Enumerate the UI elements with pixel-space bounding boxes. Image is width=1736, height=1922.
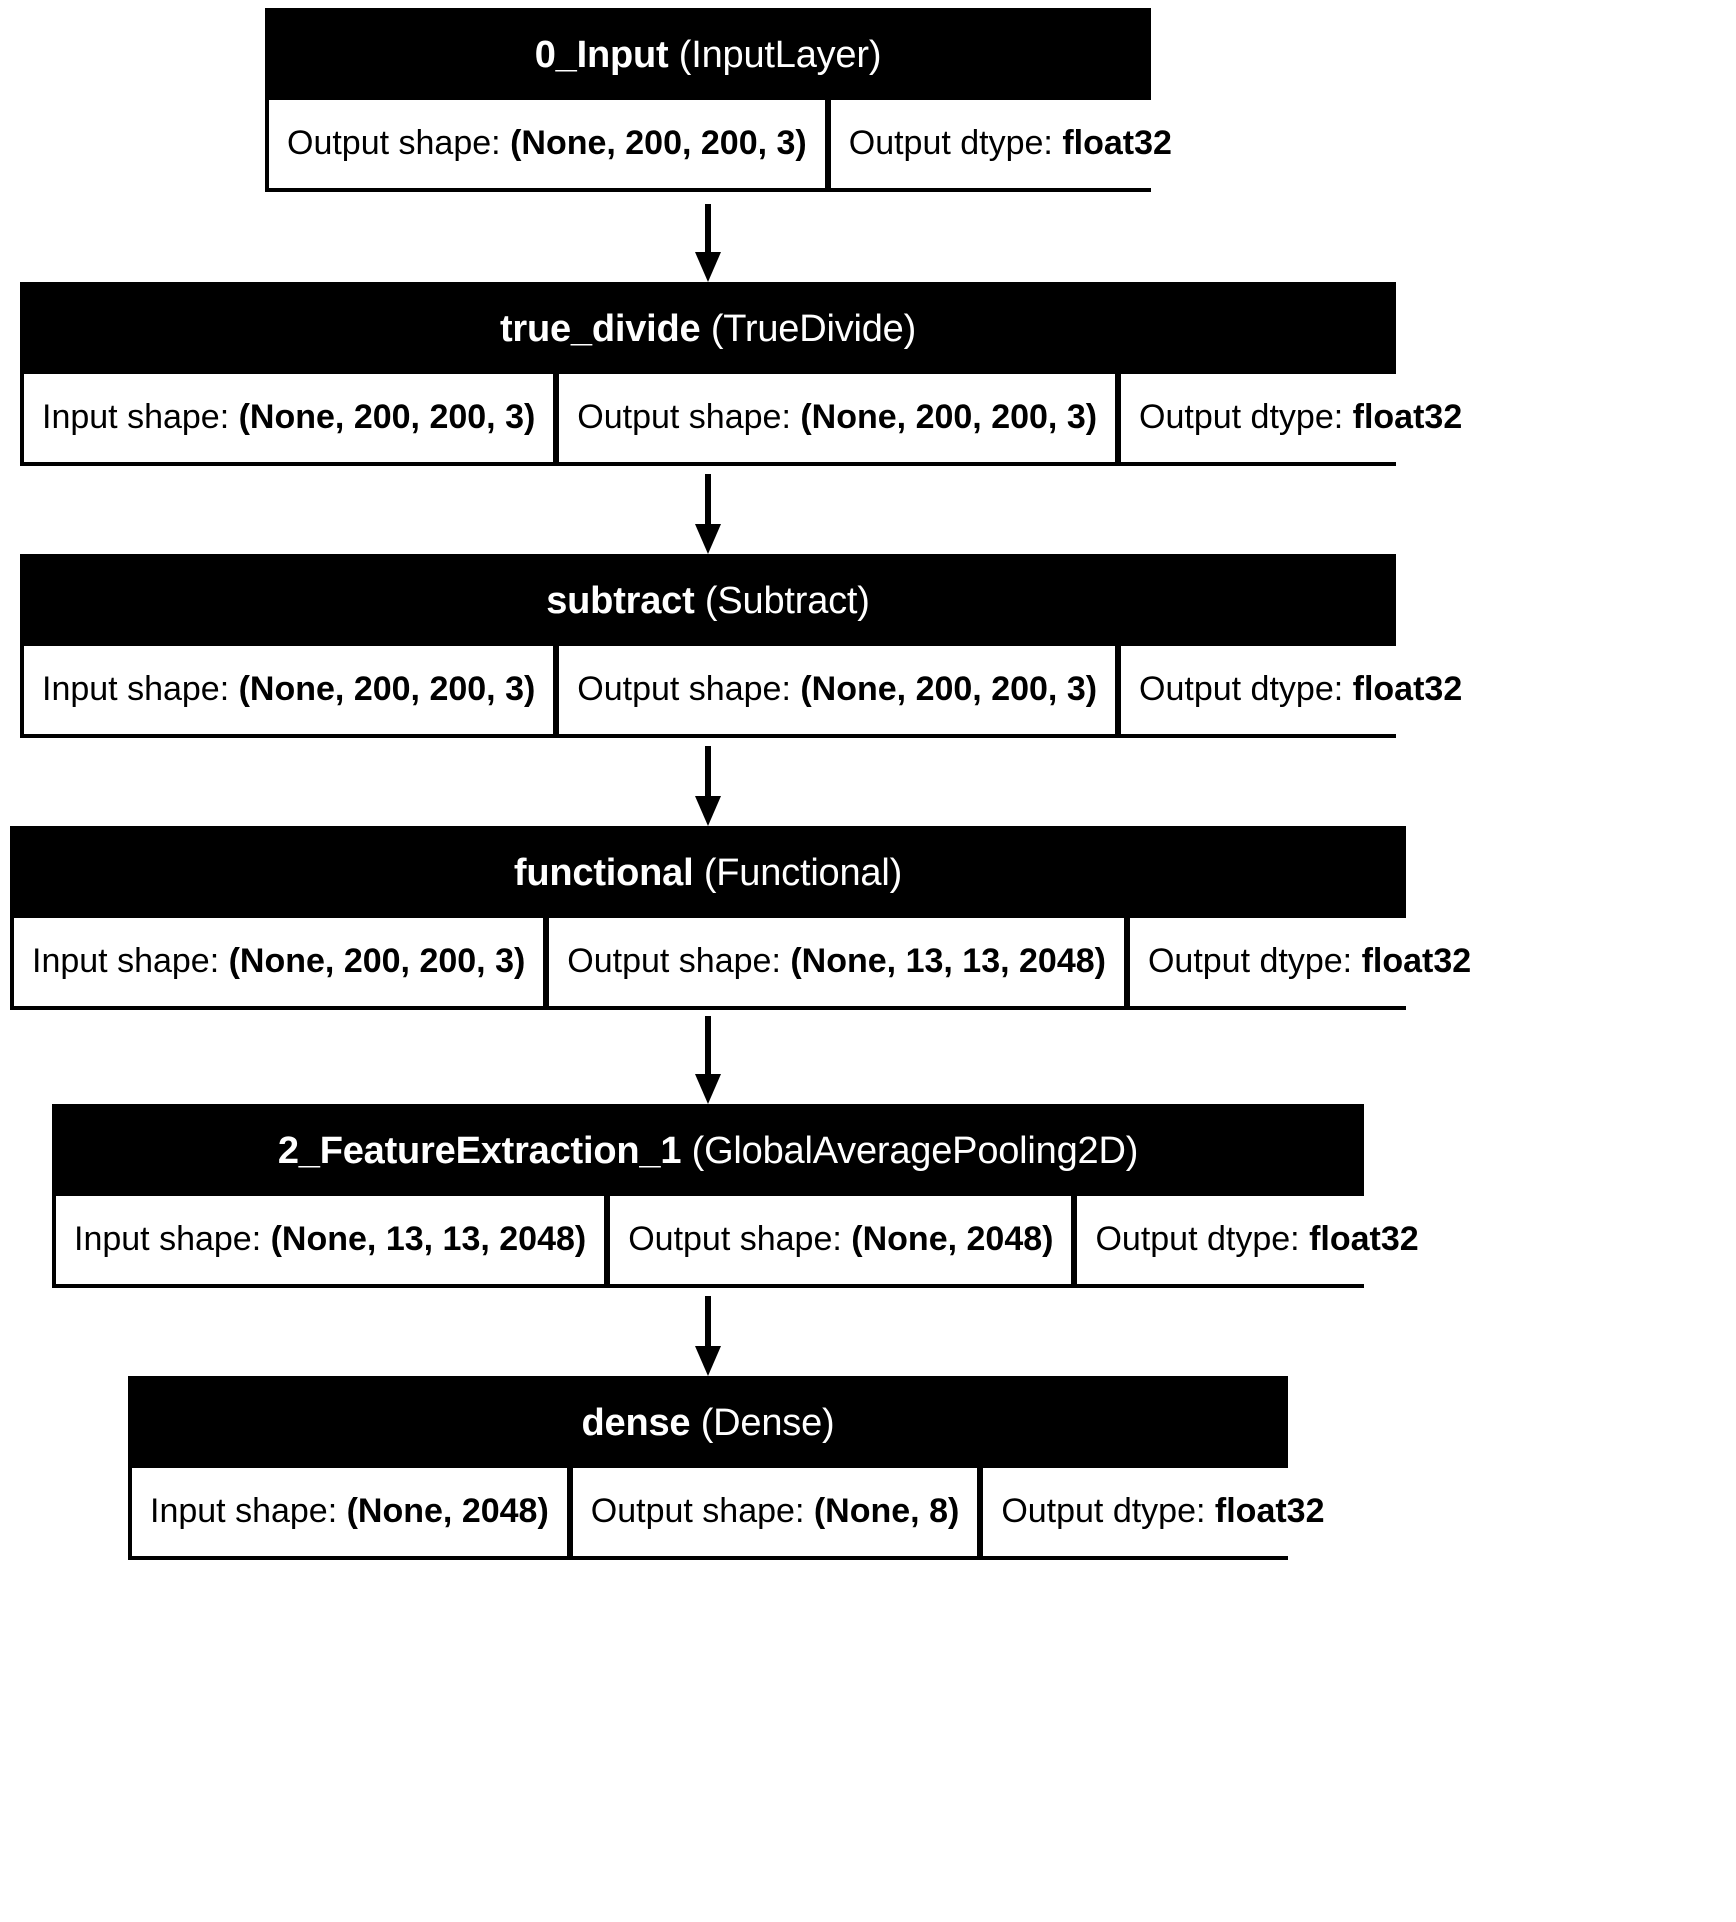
node-detail-row: Output shape: (None, 200, 200, 3) Output… — [269, 100, 1190, 188]
node-title: 0_Input (InputLayer) — [269, 12, 1147, 100]
node-layer-name: subtract — [546, 580, 695, 622]
node-layer-class: (Subtract) — [704, 580, 870, 622]
cell-input-shape: Input shape: (None, 200, 200, 3) — [24, 374, 554, 462]
node-layer-class: (GlobalAveragePooling2D) — [691, 1130, 1139, 1172]
cell-value: float32 — [1352, 670, 1463, 708]
node-detail-row: Input shape: (None, 2048) Output shape: … — [132, 1468, 1343, 1556]
cell-label: Output dtype: — [1139, 398, 1344, 436]
edge-shaft — [705, 1016, 711, 1074]
cell-value: (None, 8) — [813, 1492, 960, 1530]
cell-label: Input shape: — [32, 942, 220, 980]
cell-value: (None, 2048) — [346, 1492, 549, 1530]
node-title: true_divide (TrueDivide) — [24, 286, 1392, 374]
node-layer-name: functional — [513, 852, 694, 894]
node-title: dense (Dense) — [132, 1380, 1284, 1468]
node-layer-name: true_divide — [499, 308, 701, 350]
edge-arrowhead — [695, 1074, 721, 1104]
node-layer-class: (InputLayer) — [678, 34, 882, 76]
edge-arrowhead — [695, 524, 721, 554]
node-0-input[interactable]: 0_Input (InputLayer) Output shape: (None… — [265, 8, 1190, 192]
cell-value: (None, 200, 200, 3) — [238, 398, 536, 436]
cell-input-shape: Input shape: (None, 200, 200, 3) — [14, 918, 544, 1006]
cell-output-dtype: Output dtype: float32 — [1121, 646, 1481, 734]
edge-shaft — [705, 204, 711, 252]
cell-label: Output dtype: — [1147, 942, 1353, 980]
cell-value: (None, 13, 13, 2048) — [790, 942, 1106, 980]
node-detail-row: Input shape: (None, 13, 13, 2048) Output… — [56, 1196, 1437, 1284]
cell-output-shape: Output shape: (None, 8) — [572, 1468, 978, 1556]
edge-arrowhead — [695, 796, 721, 826]
cell-label: Input shape: — [42, 670, 230, 708]
cell-output-shape: Output shape: (None, 200, 200, 3) — [559, 646, 1116, 734]
node-layer-name: 0_Input — [534, 34, 669, 76]
node-title: functional (Functional) — [14, 830, 1402, 918]
cell-input-shape: Input shape: (None, 200, 200, 3) — [24, 646, 554, 734]
cell-label: Output shape: — [628, 1220, 842, 1258]
cell-value: float32 — [1309, 1220, 1419, 1258]
cell-label: Output shape: — [567, 942, 781, 980]
cell-output-dtype: Output dtype: float32 — [1129, 918, 1490, 1006]
cell-value: (None, 200, 200, 3) — [510, 124, 807, 162]
cell-output-shape: Output shape: (None, 13, 13, 2048) — [549, 918, 1124, 1006]
cell-value: (None, 200, 200, 3) — [800, 398, 1098, 436]
cell-label: Input shape: — [42, 398, 230, 436]
cell-output-dtype: Output dtype: float32 — [983, 1468, 1343, 1556]
cell-output-dtype: Output dtype: float32 — [1121, 374, 1481, 462]
cell-input-shape: Input shape: (None, 2048) — [132, 1468, 567, 1556]
cell-label: Input shape: — [150, 1492, 338, 1530]
cell-value: float32 — [1062, 124, 1172, 162]
cell-label: Output shape: — [577, 398, 791, 436]
edge-shaft — [705, 1296, 711, 1346]
cell-label: Output dtype: — [1139, 670, 1344, 708]
cell-output-shape: Output shape: (None, 2048) — [610, 1196, 1072, 1284]
cell-label: Output shape: — [577, 670, 791, 708]
cell-value: (None, 2048) — [851, 1220, 1054, 1258]
node-title: 2_FeatureExtraction_1 (GlobalAveragePool… — [56, 1108, 1360, 1196]
edge-shaft — [705, 474, 711, 524]
cell-input-shape: Input shape: (None, 13, 13, 2048) — [56, 1196, 605, 1284]
cell-label: Output shape: — [287, 124, 501, 162]
cell-output-dtype: Output dtype: float32 — [830, 100, 1190, 188]
cell-value: (None, 200, 200, 3) — [800, 670, 1098, 708]
node-detail-row: Input shape: (None, 200, 200, 3) Output … — [14, 918, 1490, 1006]
cell-value: float32 — [1352, 398, 1463, 436]
node-layer-name: dense — [581, 1402, 691, 1444]
cell-label: Output dtype: — [1001, 1492, 1206, 1530]
cell-label: Input shape: — [74, 1220, 262, 1258]
node-detail-row: Input shape: (None, 200, 200, 3) Output … — [24, 646, 1481, 734]
cell-value: float32 — [1214, 1492, 1325, 1530]
node-true-divide[interactable]: true_divide (TrueDivide) Input shape: (N… — [20, 282, 1481, 466]
cell-value: float32 — [1361, 942, 1472, 980]
node-title: subtract (Subtract) — [24, 558, 1392, 646]
cell-output-shape: Output shape: (None, 200, 200, 3) — [269, 100, 825, 188]
cell-output-shape: Output shape: (None, 200, 200, 3) — [559, 374, 1116, 462]
node-layer-class: (TrueDivide) — [710, 308, 917, 350]
edge-arrowhead — [695, 1346, 721, 1376]
node-feature-extraction[interactable]: 2_FeatureExtraction_1 (GlobalAveragePool… — [52, 1104, 1437, 1288]
node-layer-class: (Dense) — [700, 1402, 835, 1444]
cell-value: (None, 200, 200, 3) — [238, 670, 536, 708]
node-layer-name: 2_FeatureExtraction_1 — [277, 1130, 682, 1172]
node-dense[interactable]: dense (Dense) Input shape: (None, 2048) … — [128, 1376, 1343, 1560]
node-functional[interactable]: functional (Functional) Input shape: (No… — [10, 826, 1490, 1010]
cell-value: (None, 13, 13, 2048) — [270, 1220, 587, 1258]
cell-output-dtype: Output dtype: float32 — [1077, 1196, 1437, 1284]
cell-value: (None, 200, 200, 3) — [228, 942, 526, 980]
node-layer-class: (Functional) — [703, 852, 903, 894]
cell-label: Output shape: — [590, 1492, 805, 1530]
edge-shaft — [705, 746, 711, 796]
cell-label: Output dtype: — [848, 124, 1053, 162]
node-subtract[interactable]: subtract (Subtract) Input shape: (None, … — [20, 554, 1481, 738]
cell-label: Output dtype: — [1095, 1220, 1300, 1258]
node-detail-row: Input shape: (None, 200, 200, 3) Output … — [24, 374, 1481, 462]
edge-arrowhead — [695, 252, 721, 282]
